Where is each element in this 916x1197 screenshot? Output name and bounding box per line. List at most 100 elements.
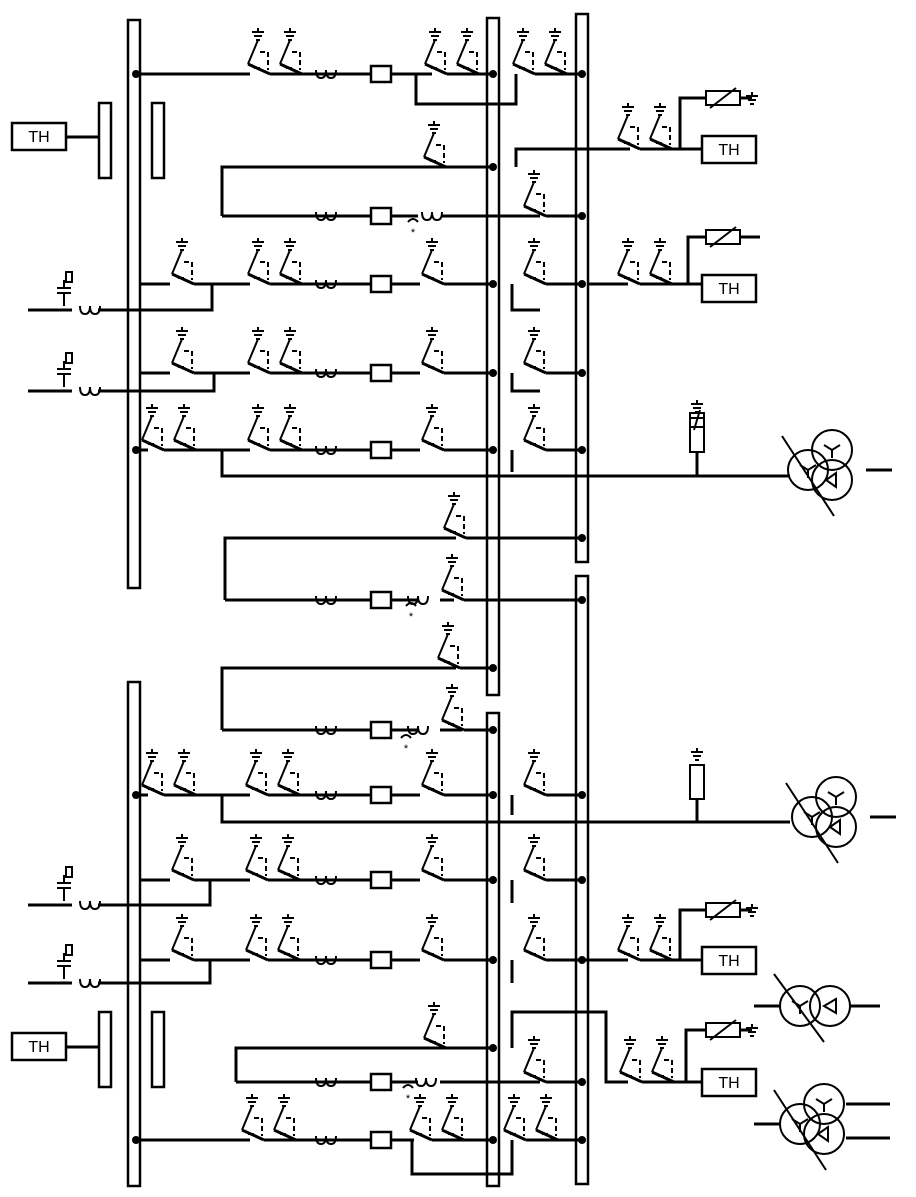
junction-dot [489,446,497,454]
current-transformer [79,900,101,911]
earth-symbol [691,400,703,413]
junction-dot [578,1136,586,1144]
section-bar [97,101,113,180]
disconnector [279,249,303,286]
current-transformer [315,875,337,886]
earth-symbol [691,748,703,761]
conductor [220,795,790,824]
surge-arrester-mark: * [411,227,416,239]
earth-symbol [414,1094,426,1107]
diagram-labels: TH TH [28,129,49,1056]
busbar-left-lower [126,680,142,1188]
disconnector [651,1047,675,1084]
disconnector [512,39,536,76]
coupling-capacitor [57,271,73,306]
conductor [686,235,706,284]
earth-symbol [654,103,666,116]
disconnector [523,845,547,882]
disconnector [141,760,165,797]
disconnector [279,415,303,452]
disconnector [171,845,195,882]
earth-symbol [528,1036,540,1049]
earth-symbol [654,238,666,251]
junction-dot [578,534,586,542]
earth-symbol [250,749,262,762]
current-transformer [79,978,101,989]
earth-symbol [624,1036,636,1049]
disconnector [535,1105,559,1142]
current-transformer [79,305,101,316]
earth-symbol [250,834,262,847]
earth-symbol [252,238,264,251]
earth-symbol [252,28,264,41]
junction-dot [578,70,586,78]
disconnector [617,249,641,286]
earth-symbol [176,238,188,251]
disconnector [241,1105,265,1142]
earth-symbol [540,1094,552,1107]
surge-arrester-box [705,87,741,109]
junction-dot [578,1078,586,1086]
disconnector [523,338,547,375]
current-transformer [315,725,337,736]
disconnector [273,1105,297,1142]
conductor [220,450,790,478]
circuit-breaker [369,440,393,460]
junction-dot [489,369,497,377]
earth-symbol [622,103,634,116]
earth-symbol [426,404,438,417]
conductor [684,1028,706,1082]
conductor [410,1140,514,1176]
junction-dot [578,876,586,884]
junction-dot [489,791,497,799]
earth-symbol [528,834,540,847]
conductor [220,165,447,216]
conductor [140,284,214,312]
conductor [678,908,706,960]
earth-symbol [178,404,190,417]
disconnector [171,249,195,286]
earth-symbol [176,914,188,927]
vt-label: TH [718,953,739,970]
busbar-left-upper [126,18,142,590]
surge-arrester-mark: * [406,1093,411,1105]
earth-symbol [284,404,296,417]
circuit-breaker [369,590,393,610]
current-transformer [407,725,429,736]
disconnector [245,925,269,962]
disconnector [245,845,269,882]
conductor [234,1046,456,1082]
earth-symbol [549,28,561,41]
earth-symbol [146,404,158,417]
earth-symbol [461,28,473,41]
junction-dot [489,1044,497,1052]
three-winding-transformer [781,429,853,517]
busbar-middle-lower [485,711,501,1188]
disconnector [141,415,165,452]
earth-symbol [282,749,294,762]
current-transformer [315,595,337,606]
junction-dot [578,596,586,604]
earth-symbol [528,327,540,340]
circuit-breaker [369,64,393,84]
earth-symbol [284,28,296,41]
earth-symbol [746,92,758,105]
earth-symbol [528,404,540,417]
surge-arrester-mark: * [409,611,414,623]
vt-label-left-bottom: TH [28,1039,49,1056]
current-transformer [315,1135,337,1146]
earth-symbol [622,914,634,927]
disconnector [544,39,568,76]
earth-symbol [426,749,438,762]
disconnector [423,132,447,169]
vt-label: TH [718,1075,739,1092]
disconnector [247,249,271,286]
circuit-breaker [369,720,393,740]
junction-dot [489,70,497,78]
junction-dot [578,369,586,377]
disconnector [649,925,673,962]
earth-symbol [442,622,454,635]
circuit-breaker [369,363,393,383]
surge-arrester-mark: * [404,743,409,755]
